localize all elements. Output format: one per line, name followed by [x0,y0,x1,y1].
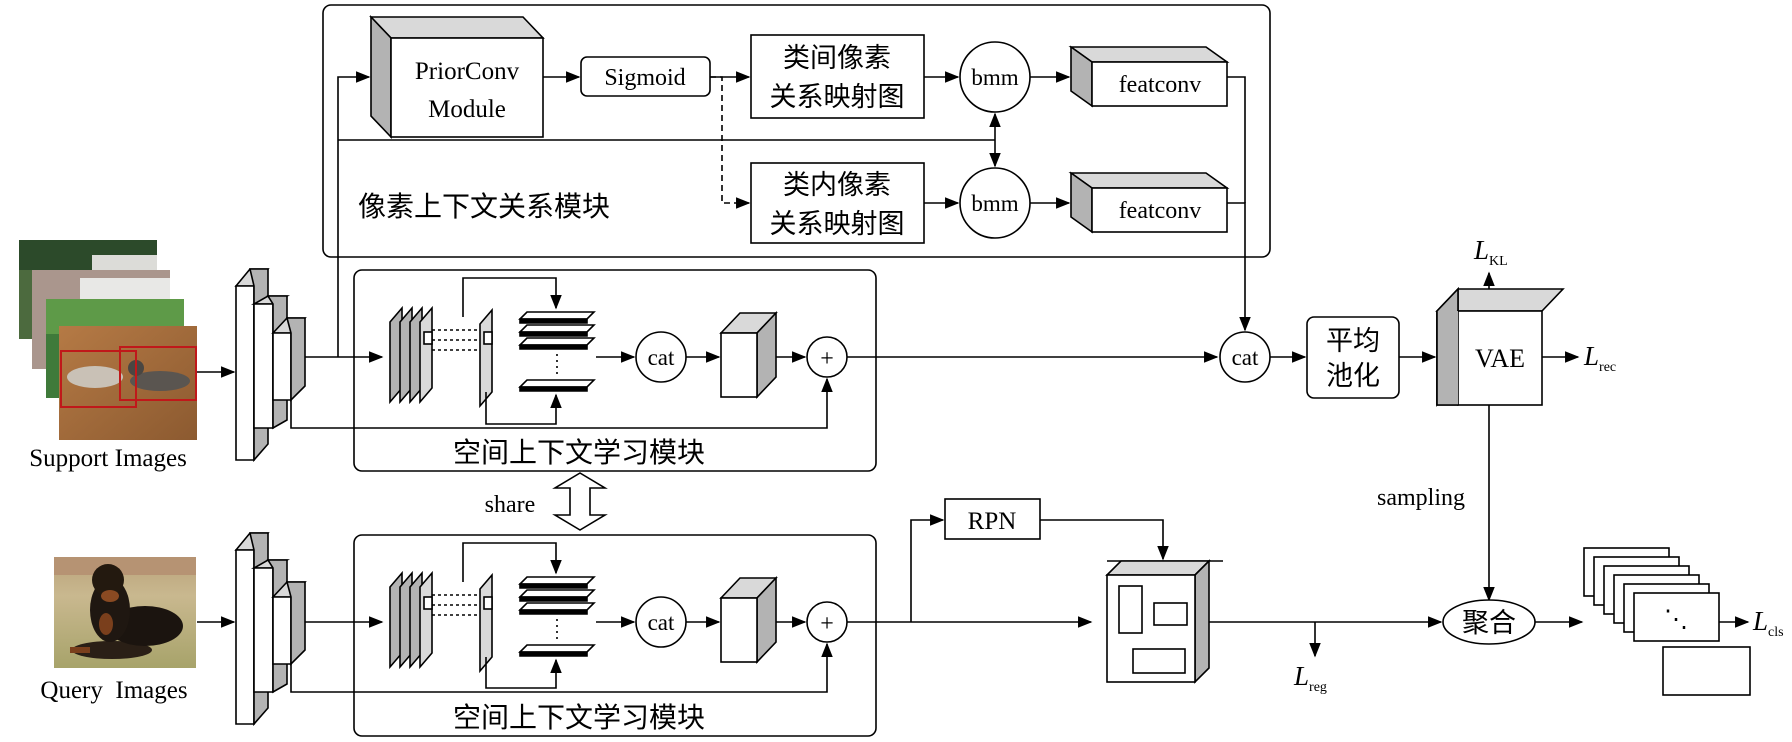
loss-kl: LKL [1473,235,1508,269]
aggregate-label: 聚合 [1462,608,1516,638]
intra-class-label-line2: 关系映射图 [770,209,905,239]
avg-pool-label-line2: 池化 [1326,361,1380,391]
featconv-block-top [1068,45,1230,108]
arrow-rpn-to-detector [1040,519,1169,561]
arrow-residual-query [290,642,833,693]
query-backbone [234,532,307,727]
plus-label-support: + [820,346,834,372]
spatial-slice-query [479,572,493,674]
inter-class-label-line2: 关系映射图 [770,82,905,112]
classifier-dots: ⋱ [1664,607,1688,633]
priorconv-label-line2: Module [428,96,506,123]
spatial-module-title-query: 空间上下文学习模块 [453,702,705,734]
cat-label-query: cat [648,610,675,635]
loss-rec: Lrec [1583,341,1616,375]
pixel-context-module-frame [322,4,1271,258]
loss-cls: Lcls [1752,606,1784,640]
featconv-block-bottom [1068,171,1230,234]
loss-cls-main: L [1752,606,1768,636]
spatial-module-frame-query [353,534,877,737]
loss-reg: Lreg [1293,661,1327,695]
query-images-label: Query Images [40,677,187,704]
intra-class-label-line1: 类内像素 [783,170,891,200]
sigmoid-label: Sigmoid [604,65,685,91]
rpn-box [944,498,1041,540]
bmm-label-bottom: bmm [971,191,1018,216]
spatial-feature-stack-support [389,305,433,405]
pixel-module-title: 像素上下文关系模块 [358,191,610,223]
attention-bars-support [518,311,596,392]
arrow-to-rpn [910,514,945,622]
arrow-slice-to-bars-query [485,657,562,689]
loss-kl-main: L [1473,235,1489,265]
spatial-module-title-support: 空间上下文学习模块 [453,437,705,469]
priorconv-label-line1: PriorConv [415,58,520,85]
spatial-slice-cell-support [483,331,493,345]
share-double-arrow [552,472,608,531]
support-image-stack [19,240,197,440]
spatial-feature-stack-query [389,570,433,670]
line-featconv-top-out [1227,76,1246,203]
avg-pool-label-line1: 平均 [1326,326,1380,356]
featconv-label-top: featconv [1119,72,1202,98]
attention-bars-query [518,576,596,657]
roi-feature-block [1105,559,1223,684]
arrow-backbone-to-priorconv [337,71,371,357]
spatial-slice-cell-query [483,596,493,610]
arrow-slice-to-bars-support [485,392,562,425]
conv-block-query [719,575,778,665]
arrow-stack-to-bars-query [462,542,562,582]
featconv-label-bottom: featconv [1119,198,1202,224]
bmm-label-top: bmm [971,65,1018,90]
vae-label: VAE [1475,344,1525,373]
cat-label-right: cat [1232,345,1259,370]
priorconv-module-block [369,15,545,139]
arrow-featconv-to-cat [1227,202,1251,332]
loss-rec-main: L [1583,341,1599,371]
support-backbone [234,268,307,463]
spatial-module-frame-support [353,269,877,472]
classifier-stack [1583,547,1720,642]
loss-reg-sub: reg [1309,680,1327,695]
loss-reg-main: L [1293,661,1309,691]
inter-class-label-line1: 类间像素 [783,43,891,73]
spatial-slice-support [479,307,493,409]
share-label: share [485,492,536,518]
query-image [54,557,196,668]
loss-cls-sub: cls [1768,625,1784,640]
sampling-label: sampling [1377,485,1465,511]
vae-block [1435,287,1565,407]
rpn-label: RPN [968,508,1017,535]
arrow-residual-support [290,377,833,429]
support-images-label: Support Images [29,445,187,472]
cat-label-support: cat [648,345,675,370]
arrow-stack-to-bars-support [462,277,562,317]
conv-block-support [719,310,778,400]
plus-label-query: + [820,611,834,637]
loss-rec-sub: rec [1599,360,1616,375]
classifier-extra-box [1662,646,1751,696]
loss-kl-sub: KL [1489,254,1508,269]
